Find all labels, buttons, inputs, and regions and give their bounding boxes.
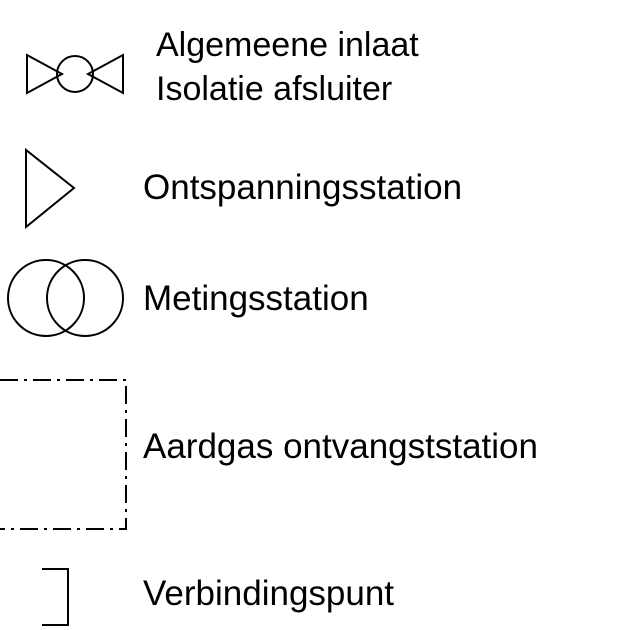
dash-dot-rectangle-icon <box>0 379 127 530</box>
legend-label-metering-station: Metingsstation <box>143 279 369 318</box>
bracket-icon <box>42 568 69 626</box>
legend-label-valve-line-2: Isolatie afsluiter <box>156 70 393 108</box>
triangle-icon <box>25 147 76 230</box>
butterfly-valve-icon <box>26 53 124 95</box>
legend-label-connection-point: Verbindingspunt <box>143 574 395 613</box>
double-circle-icon <box>7 259 124 337</box>
legend-label-valve-line-1: Algemeene inlaat <box>156 26 419 64</box>
legend-label-pressure-station: Ontspanningsstation <box>143 168 463 207</box>
legend-label-receiving-station: Aardgas ontvangststation <box>143 427 538 466</box>
